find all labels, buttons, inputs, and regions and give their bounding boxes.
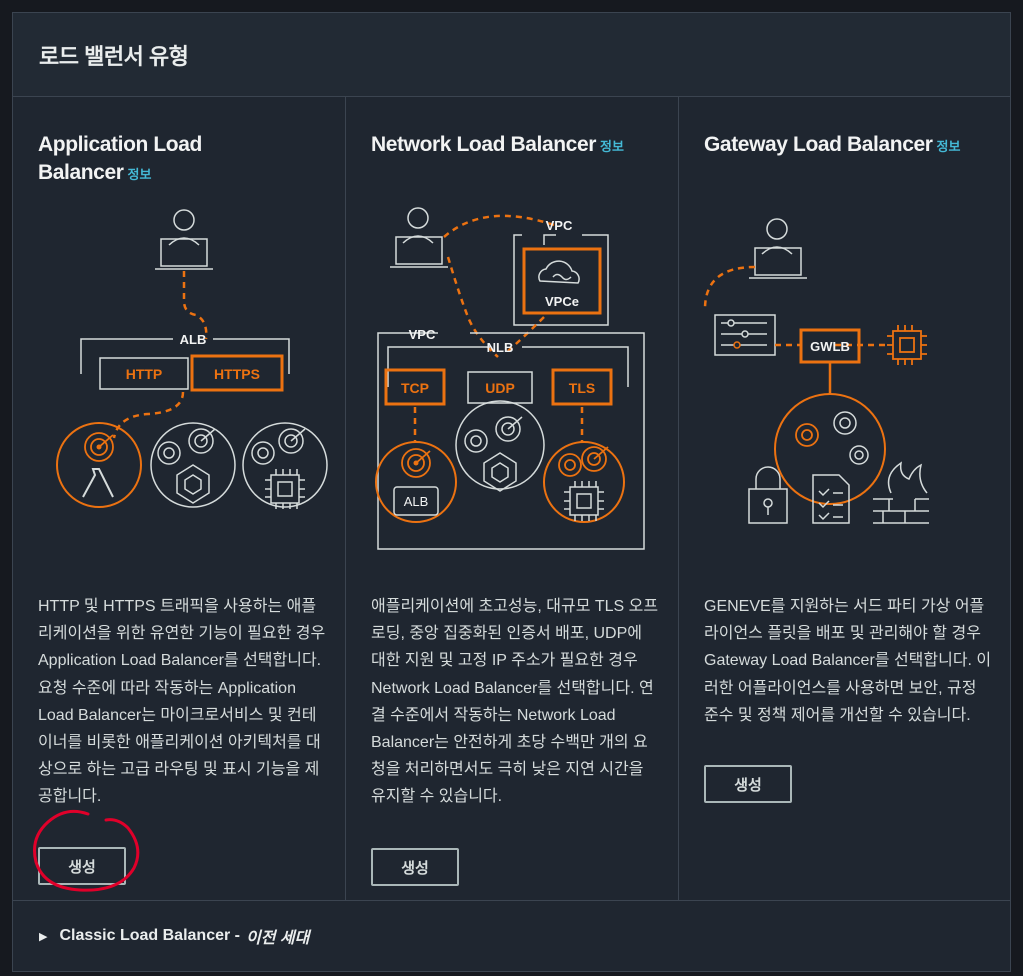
vpce-endpoint-icon	[522, 247, 602, 315]
tls-label: TLS	[569, 380, 595, 396]
user-laptop-icon	[155, 209, 213, 270]
connection-line	[703, 265, 756, 310]
connection-line	[182, 271, 208, 340]
lambda-target-icon	[56, 422, 142, 508]
appliance-settings-icon	[714, 314, 776, 356]
nlb-diagram: VPC VPCe VPC NLB TCP UDP TLS	[375, 207, 645, 550]
info-link[interactable]: 정보	[936, 139, 961, 154]
https-listener	[190, 354, 284, 392]
checklist-icon	[812, 474, 850, 524]
container-target-icon	[455, 400, 545, 492]
http-listener	[99, 357, 189, 390]
panel-header: 로드 밸런서 유형	[13, 13, 1010, 97]
vpc-top-label: VPC	[546, 218, 573, 233]
alb-label: ALB	[180, 332, 207, 347]
vpc-outer-box	[377, 332, 645, 550]
connection-line	[443, 214, 555, 238]
ec2-target-icon	[242, 422, 328, 509]
alb-diagram: ALB HTTP HTTPS	[56, 209, 328, 509]
gwlb-label: GWLB	[810, 339, 850, 354]
ec2-target-icon	[543, 441, 625, 523]
gwlb-diagram: GWLB	[703, 218, 929, 524]
udp-label: UDP	[485, 380, 515, 396]
create-nlb-button[interactable]: 생성	[371, 848, 459, 886]
card-title: Network Load Balancer 정보	[371, 131, 661, 161]
https-label: HTTPS	[214, 366, 260, 382]
nlb-label: NLB	[487, 340, 514, 355]
tcp-label: TCP	[401, 380, 429, 396]
classic-generation: 이전 세대	[245, 930, 310, 947]
card-title-text: Application Load Balancer	[38, 133, 202, 184]
classic-load-balancer-expander[interactable]: ▶ Classic Load Balancer - 이전 세대	[13, 900, 1010, 971]
chip-icon	[887, 325, 927, 365]
target-group-icon	[795, 411, 869, 465]
connection-line	[446, 256, 499, 358]
user-laptop-icon	[390, 207, 448, 268]
card-description: 애플리케이션에 초고성능, 대규모 TLS 오프로딩, 중앙 집중화된 인증서 …	[371, 598, 659, 806]
container-target-icon	[150, 422, 236, 508]
appliance-fleet-circle	[774, 393, 886, 505]
alb-target-label: ALB	[404, 494, 429, 509]
tcp-listener	[384, 368, 446, 406]
nlb-group-bracket	[387, 346, 629, 387]
tls-listener	[551, 368, 613, 406]
caret-right-icon: ▶	[39, 930, 48, 943]
alb-target-icon	[375, 441, 457, 523]
info-link[interactable]: 정보	[600, 139, 624, 154]
alb-group-bracket	[80, 338, 290, 374]
create-gwlb-button[interactable]: 생성	[704, 765, 792, 803]
vpce-label: VPCe	[545, 294, 579, 309]
vpc-label: VPC	[409, 327, 436, 342]
firewall-icon	[873, 461, 929, 524]
lock-icon	[748, 466, 788, 524]
card-title-text: Network Load Balancer	[371, 133, 596, 156]
card-title-text: Gateway Load Balancer	[704, 133, 933, 156]
card-description: GENEVE를 지원하는 서드 파티 가상 어플라이언스 플릿을 배포 및 관리…	[704, 598, 992, 724]
classic-label: Classic Load Balancer -	[59, 927, 240, 944]
create-alb-button[interactable]: 생성	[38, 847, 126, 885]
http-label: HTTP	[126, 366, 163, 382]
vpc-top-bracket	[513, 234, 609, 326]
user-laptop-icon	[749, 218, 807, 279]
info-link[interactable]: 정보	[127, 167, 152, 182]
udp-listener	[467, 371, 533, 404]
panel-title: 로드 밸런서 유형	[39, 43, 189, 69]
connection-line	[507, 316, 545, 352]
card-description: HTTP 및 HTTPS 트래픽을 사용하는 애플리케이션을 위한 유연한 기능…	[38, 598, 326, 806]
